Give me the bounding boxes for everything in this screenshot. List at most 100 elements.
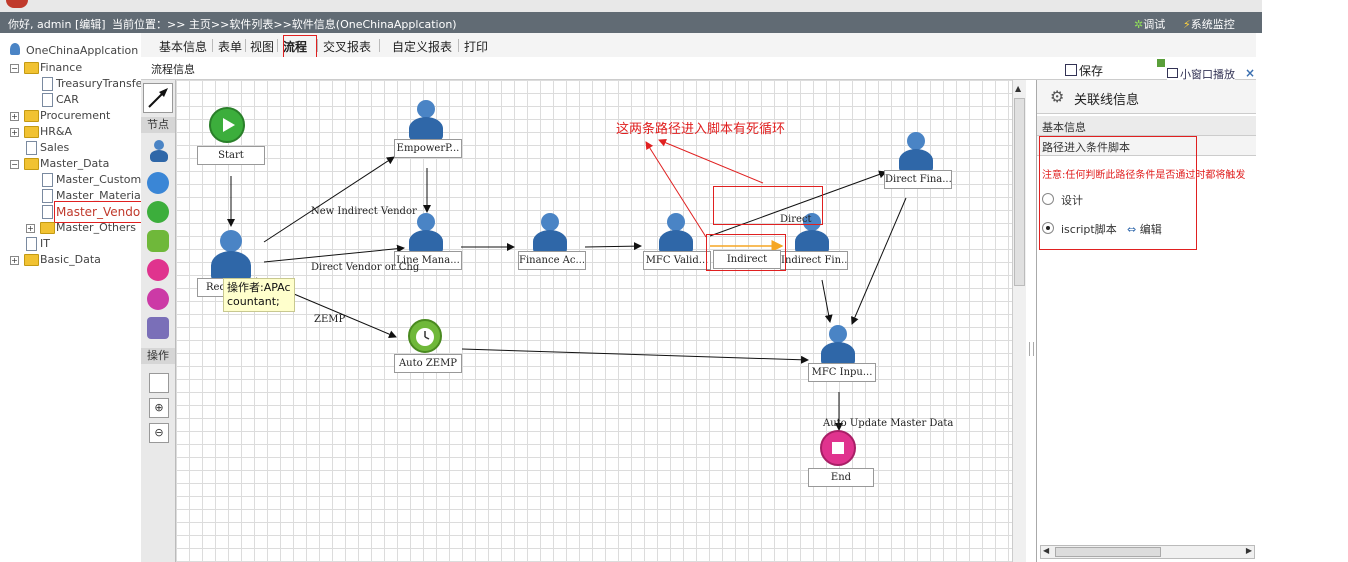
- section-entry-script[interactable]: 路径进入条件脚本: [1037, 136, 1256, 156]
- tab-workflow[interactable]: 流程: [283, 40, 308, 54]
- node-finance[interactable]: Finance Ac...: [518, 251, 586, 270]
- subheader: 流程信息 保存 小窗口播放 ×: [141, 57, 1256, 82]
- indirect-fin-user-icon[interactable]: [795, 213, 829, 253]
- tab-separator: [379, 39, 380, 52]
- refresh-icon[interactable]: [1157, 59, 1165, 67]
- node-mfc-input[interactable]: MFC Inpu...: [808, 363, 876, 382]
- scroll-left-icon[interactable]: ◀: [1043, 546, 1050, 555]
- edit-icon: ⇔: [1127, 223, 1137, 236]
- section-basic-info[interactable]: 基本信息: [1037, 116, 1256, 136]
- radio-design[interactable]: [1042, 193, 1054, 205]
- radio-iscript-label: iscript脚本: [1061, 223, 1117, 236]
- tab-basic-info[interactable]: 基本信息: [159, 40, 208, 54]
- debug-button[interactable]: ✲调试: [1134, 18, 1166, 31]
- document-icon: [26, 237, 37, 251]
- edit-script-button[interactable]: ⇔ 编辑: [1127, 223, 1162, 236]
- highlight-box-script: [1039, 136, 1197, 250]
- folder-icon: [24, 254, 39, 266]
- subflow-node-tool[interactable]: [147, 288, 169, 310]
- edges-layer: [227, 138, 907, 431]
- node-mfc-valid[interactable]: MFC Valid...: [643, 251, 711, 270]
- greeting[interactable]: 你好, admin [编辑]: [8, 18, 106, 31]
- mfc-valid-user-icon[interactable]: [659, 213, 693, 253]
- tab-separator: [317, 39, 318, 52]
- close-icon[interactable]: ×: [1245, 66, 1256, 80]
- panel-splitter[interactable]: [1026, 80, 1036, 562]
- panel-header: ⚙ 关联线信息: [1037, 80, 1256, 114]
- expand-icon[interactable]: +: [10, 256, 19, 265]
- select-arrow-tool[interactable]: [143, 83, 173, 113]
- tab-print[interactable]: 打印: [464, 40, 489, 54]
- edge-indirect-fin-mfc-input: [821, 279, 833, 323]
- annotation-arrow-1: [658, 138, 764, 184]
- direct-fin-user-icon[interactable]: [899, 132, 933, 172]
- save-icon: [1065, 64, 1077, 76]
- workflow-canvas[interactable]: Start Req 操作者:APAccountant; EmpowerP... …: [176, 80, 1012, 562]
- radio-iscript[interactable]: [1042, 222, 1054, 234]
- zoom-in-icon[interactable]: ⊕: [149, 398, 169, 418]
- node-empower[interactable]: EmpowerP...: [394, 139, 462, 158]
- node-line-manager[interactable]: Line Mana...: [394, 251, 462, 270]
- document-icon: [42, 173, 53, 187]
- popup-play-button[interactable]: 小窗口播放: [1167, 66, 1235, 82]
- system-monitor-button[interactable]: ⚡系统监控: [1183, 18, 1235, 31]
- h-scroll-thumb[interactable]: [1055, 547, 1161, 557]
- collapse-icon[interactable]: −: [10, 64, 19, 73]
- line-manager-user-icon[interactable]: [409, 213, 443, 253]
- end-node-icon[interactable]: [820, 430, 856, 466]
- zoom-out-icon[interactable]: ⊖: [149, 423, 169, 443]
- tab-separator: [458, 39, 459, 52]
- eraser-tool[interactable]: [149, 373, 169, 393]
- end-node-tool[interactable]: [147, 259, 169, 281]
- finance-user-icon[interactable]: [533, 213, 567, 253]
- annotation-arrow-2: [645, 141, 707, 238]
- expand-icon[interactable]: +: [26, 224, 35, 233]
- canvas-scrollbar[interactable]: ▲: [1012, 80, 1027, 562]
- timer-node-tool[interactable]: [147, 230, 169, 252]
- annotation-text: 这两条路径进入脚本有死循环: [616, 122, 786, 137]
- node-end[interactable]: End: [808, 468, 874, 487]
- tab-custom-report[interactable]: 自定义报表: [392, 40, 453, 54]
- timer-node-icon[interactable]: [408, 319, 442, 353]
- panel-horizontal-scrollbar[interactable]: ◀ ▶: [1040, 545, 1255, 559]
- scroll-right-icon[interactable]: ▶: [1245, 546, 1252, 555]
- node-direct-fin[interactable]: Direct Fina...: [884, 170, 952, 189]
- annotation-box-direct: [713, 186, 823, 225]
- requester-user-icon[interactable]: [211, 230, 251, 280]
- edge-label-direct: Direct: [780, 214, 812, 225]
- tab-cross-report[interactable]: 交叉报表: [323, 40, 372, 54]
- gear-icon: ⚙: [1050, 87, 1065, 106]
- node-auto-zemp[interactable]: Auto ZEMP: [394, 354, 462, 373]
- link-properties-panel: ⚙ 关联线信息 基本信息 路径进入条件脚本 注意:任何判断此路径条件是否通过时都…: [1036, 80, 1256, 562]
- empower-user-icon[interactable]: [409, 100, 443, 140]
- expand-icon[interactable]: +: [10, 128, 19, 137]
- tab-view[interactable]: 视图: [250, 40, 275, 54]
- user-node-tool[interactable]: [149, 140, 169, 162]
- document-icon: [42, 93, 53, 107]
- expand-icon[interactable]: +: [10, 112, 19, 121]
- group-node-tool[interactable]: [147, 317, 169, 339]
- folder-icon: [24, 126, 39, 138]
- mfc-input-user-icon[interactable]: [821, 325, 855, 365]
- document-icon: [42, 205, 53, 219]
- scroll-up-icon[interactable]: ▲: [1015, 84, 1022, 93]
- ops-section-label: 操作: [141, 348, 175, 364]
- edge-label-auto-update: Auto Update Master Data: [823, 418, 954, 429]
- lightning-icon: ⚡: [1183, 18, 1191, 31]
- collapse-icon[interactable]: −: [10, 160, 19, 169]
- scroll-thumb[interactable]: [1014, 98, 1025, 286]
- document-icon: [26, 141, 37, 155]
- node-indirect-fin[interactable]: Indirect Fin...: [780, 251, 848, 270]
- start-node-tool[interactable]: [147, 201, 169, 223]
- edge-label-direct-vendor: Direct Vendor or Chg: [311, 262, 420, 273]
- start-node-icon[interactable]: [209, 107, 245, 143]
- save-button[interactable]: 保存: [1065, 62, 1103, 79]
- edge-finance-mfc-valid: [584, 242, 642, 251]
- folder-icon: [24, 62, 39, 74]
- pause-node-tool[interactable]: [147, 172, 169, 194]
- folder-icon: [40, 222, 55, 234]
- node-start[interactable]: Start: [197, 146, 265, 165]
- edge-zemp-mfc-input: [461, 348, 809, 364]
- tab-form[interactable]: 表单: [218, 40, 243, 54]
- edge-label-indirect[interactable]: Indirect: [713, 250, 781, 269]
